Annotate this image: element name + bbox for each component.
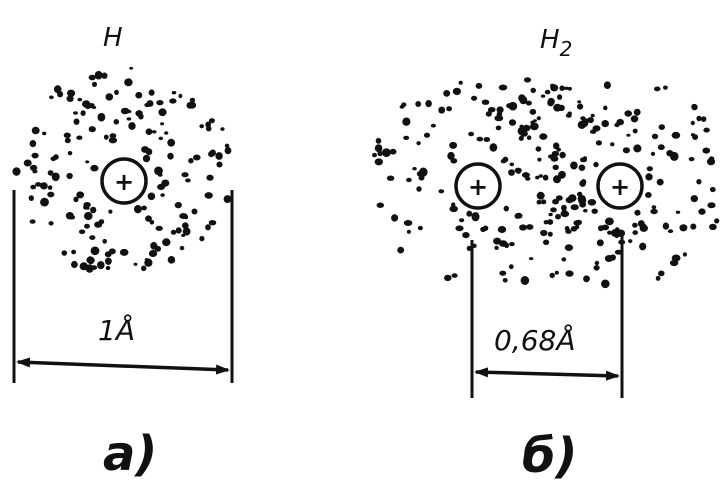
nucleus-plus-sign: + [468,173,488,201]
nucleus-plus-sign: + [114,168,134,196]
nucleus-b-right: + [596,162,644,210]
panel-b-hydrogen-molecule: H2 + + 0,68Å б) [372,25,720,484]
nucleus-plus-sign: + [610,173,630,201]
atom-label: H [103,23,123,53]
nucleus-b-left: + [454,162,502,210]
size-label-b: 0,68Å [494,323,576,357]
caption-a: a) [103,426,157,482]
dimension-arrow-a [16,357,230,375]
nucleus-a: + [100,157,148,205]
molecule-label: H2 [540,25,572,61]
electron-cloud-b [372,77,720,289]
electron-cloud-a [12,66,232,273]
panel-a-hydrogen-atom: H + 1Å a) [12,23,234,482]
dimension-arrow-b [474,367,620,381]
caption-b: б) [522,428,577,484]
size-label-a: 1Å [98,313,135,347]
